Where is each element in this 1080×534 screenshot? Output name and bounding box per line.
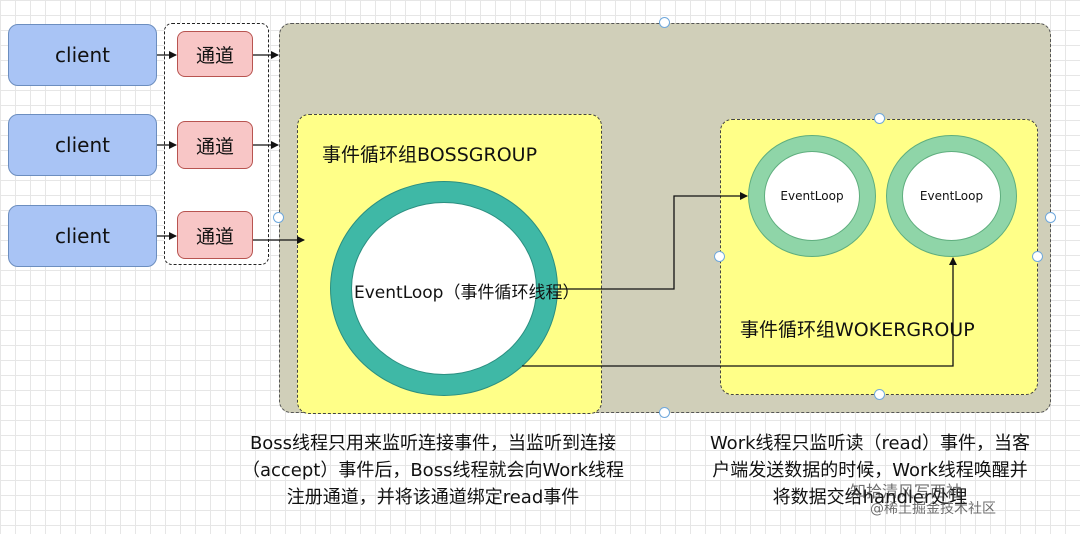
selection-handle[interactable] [659,407,670,418]
channel-box-1: 通道 [177,31,253,77]
worker-event-loop-ring-2: EventLoop [886,135,1017,257]
client-label: client [55,224,110,248]
client-label: client [55,133,110,157]
selection-handle[interactable] [1045,212,1056,223]
channel-box-3: 通道 [177,211,253,259]
client-label: client [55,43,110,67]
arrow-boss-worker1 [558,192,748,290]
worker-event-loop-label-1: EventLoop [780,189,844,203]
worker-event-loop-inner-2: EventLoop [902,151,1001,241]
boss-group-title: 事件循环组BOSSGROUP [322,144,538,166]
channel-label: 通道 [195,225,234,248]
selection-handle[interactable] [874,389,885,400]
watermark-line-2: @稀土掘金技术社区 [870,501,996,517]
selection-handle[interactable] [714,251,725,262]
selection-handle[interactable] [874,113,885,124]
selection-handle[interactable] [659,17,670,28]
channel-label: 通道 [195,44,234,67]
channel-box-2: 通道 [177,121,253,169]
watermark-line-1: 知拾清风写西袖 [850,482,963,501]
worker-event-loop-inner-1: EventLoop [764,151,860,241]
worker-event-loop-ring-1: EventLoop [748,135,876,257]
channel-label: 通道 [195,135,234,158]
client-box-3: client [8,205,157,267]
boss-description: Boss线程只用来监听连接事件，当监听到连接（accept）事件后，Boss线程… [241,433,625,508]
boss-event-loop-ring [330,181,558,396]
arrow-boss-worker2 [522,257,957,367]
client-box-1: client [8,24,157,86]
selection-handle[interactable] [1032,251,1043,262]
worker-event-loop-label-2: EventLoop [919,189,984,203]
boss-event-loop-label: EventLoop（事件循环线程） [354,283,580,303]
worker-group-title: 事件循环组WOKERGROUP [740,319,975,341]
worker-description: Work线程只监听读（read）事件，当客户端发送数据的时候，Work线程唤醒并… [709,433,1031,508]
selection-handle[interactable] [273,212,284,223]
boss-event-loop-inner [351,202,537,375]
client-box-2: client [8,114,157,176]
